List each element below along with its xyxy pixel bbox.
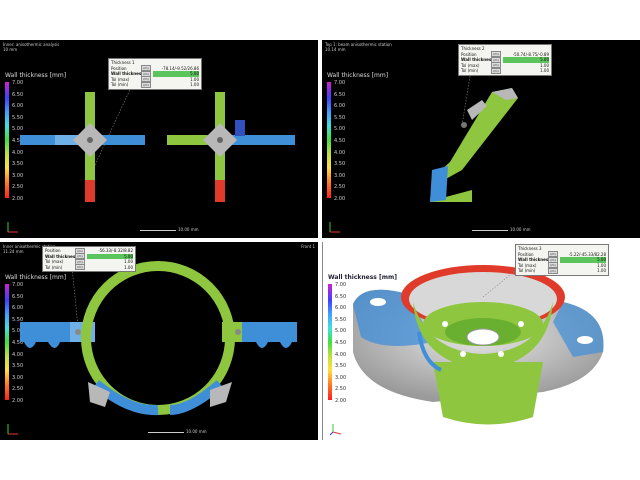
- legend-tick-label: 6.50: [12, 91, 24, 98]
- legend-title: Wall thickness [mm]: [5, 274, 67, 281]
- viewport-title: Top 1: beam anisothermic station: [325, 42, 392, 47]
- viewport-subtitle: 10.14 mm: [325, 47, 346, 52]
- legend-title: Wall thickness [mm]: [5, 72, 67, 79]
- legend-tick-label: 6.00: [12, 103, 24, 110]
- wall-thickness-value: 5.00: [87, 253, 133, 259]
- legend-tick-label: 4.00: [12, 149, 24, 156]
- legend-tick-label: 5.50: [12, 316, 24, 323]
- legend-tick-label: 7.00: [12, 282, 24, 288]
- legend-tick-label: 5.00: [334, 126, 346, 133]
- legend-tick-label: 5.00: [12, 126, 24, 133]
- legend-tick-label: 7.00: [334, 80, 346, 86]
- legend-tick-label: 4.50: [12, 340, 24, 346]
- legend-tick-label: 5.00: [335, 328, 347, 335]
- legend-tick-label: 2.00: [12, 398, 24, 404]
- axis-triad-icon: [329, 222, 340, 233]
- scale-bar: 10.00 mm: [472, 227, 531, 232]
- legend-tick-label: 3.00: [12, 374, 24, 381]
- legend-tick-label: 4.50: [335, 340, 347, 346]
- scale-bar: 10.00 mm: [148, 429, 207, 434]
- legend-tick-label: 5.50: [12, 114, 24, 121]
- legend-tick-label: 6.00: [335, 305, 347, 312]
- info-title: Thickness 3: [518, 246, 542, 251]
- legend-tick-label: 3.00: [334, 172, 346, 179]
- thickness-info-box[interactable]: Thickness 1 Position(m)-78.14/-9.52/26.8…: [108, 58, 202, 90]
- color-scale-bar: [5, 82, 9, 198]
- viewport-title: Inner anisothermic station: [3, 244, 56, 249]
- axis-triad-icon: [329, 424, 342, 436]
- axis-triad-icon: [7, 222, 18, 233]
- part-3d-model[interactable]: [323, 242, 640, 440]
- legend-title: Wall thickness [mm]: [327, 72, 389, 79]
- legend-tick-label: 5.00: [12, 328, 24, 335]
- legend-tick-label: 2.00: [335, 398, 347, 404]
- part-cross-section-model[interactable]: [0, 242, 318, 440]
- viewport-grid: Inner: anisothermic analysis 10 mm Wall …: [0, 40, 640, 440]
- viewport-subtitle: 10 mm: [3, 47, 18, 52]
- viewport-bottom-right-3d[interactable]: Wall thickness [mm] 7.00 6.50 6.00 5.50 5.00…: [322, 242, 640, 440]
- legend-tick-label: 2.00: [334, 196, 346, 202]
- thickness-info-box[interactable]: Thickness 2 Position(m)-50.74/-8.75/-0.8…: [458, 44, 552, 76]
- legend-tick-label: 4.00: [334, 149, 346, 156]
- thickness-info-box[interactable]: Thickness 3 Position(m)-5.22/-45.33/82.2…: [515, 244, 609, 276]
- scale-bar: 10.00 mm: [140, 227, 199, 232]
- wall-thickness-value: 5.00: [560, 257, 606, 263]
- wall-thickness-value: 5.00: [153, 71, 199, 77]
- viewport-label: Front 1: [301, 244, 315, 249]
- legend-tick-label: 6.00: [12, 305, 24, 312]
- legend-tick-label: 4.50: [334, 138, 346, 144]
- viewport-subtitle: 11.24 mm: [3, 249, 24, 254]
- viewport-top-left[interactable]: Inner: anisothermic analysis 10 mm Wall …: [0, 40, 318, 238]
- legend-tick-label: 4.00: [335, 351, 347, 358]
- legend-tick-label: 2.50: [12, 386, 24, 393]
- legend-tick-label: 7.00: [335, 282, 347, 288]
- legend-tick-label: 5.50: [334, 114, 346, 121]
- viewport-title: Inner: anisothermic analysis: [3, 42, 60, 47]
- legend-tick-label: 3.00: [12, 172, 24, 179]
- legend-tick-label: 6.50: [12, 293, 24, 300]
- part-cross-section-model[interactable]: [0, 40, 318, 238]
- viewport-bottom-left[interactable]: Inner anisothermic station 11.24 mm Fron…: [0, 242, 318, 440]
- part-cross-section-model[interactable]: [322, 40, 640, 238]
- legend-tick-label: 6.50: [335, 293, 347, 300]
- legend-tick-label: 7.00: [12, 80, 24, 86]
- legend-tick-label: 2.50: [335, 386, 347, 393]
- info-title: Thickness 1: [111, 60, 135, 65]
- legend-tick-label: 6.50: [334, 91, 346, 98]
- legend-tick-label: 6.00: [334, 103, 346, 110]
- legend-tick-label: 2.00: [12, 196, 24, 202]
- color-scale-bar: [328, 284, 332, 400]
- legend-tick-label: 4.50: [12, 138, 24, 144]
- thickness-info-box[interactable]: Position(m)-56.33/-8.32/8.82 Wall thickn…: [42, 246, 136, 272]
- legend-tick-label: 3.50: [335, 363, 347, 370]
- legend-tick-label: 3.00: [335, 374, 347, 381]
- axis-triad-icon: [7, 424, 18, 435]
- legend-tick-label: 3.50: [334, 161, 346, 168]
- viewport-top-right[interactable]: Top 1: beam anisothermic station 10.14 m…: [322, 40, 640, 238]
- color-scale-bar: [5, 284, 9, 400]
- info-title: Thickness 2: [461, 46, 485, 51]
- legend-tick-label: 3.50: [12, 161, 24, 168]
- wall-thickness-value: 5.00: [503, 57, 549, 63]
- legend-tick-label: 2.50: [12, 184, 24, 191]
- legend-tick-label: 5.50: [335, 316, 347, 323]
- legend-tick-label: 4.00: [12, 351, 24, 358]
- color-scale-bar: [327, 82, 331, 198]
- legend-tick-label: 2.50: [334, 184, 346, 191]
- legend-title: Wall thickness [mm]: [328, 274, 397, 281]
- legend-tick-label: 3.50: [12, 363, 24, 370]
